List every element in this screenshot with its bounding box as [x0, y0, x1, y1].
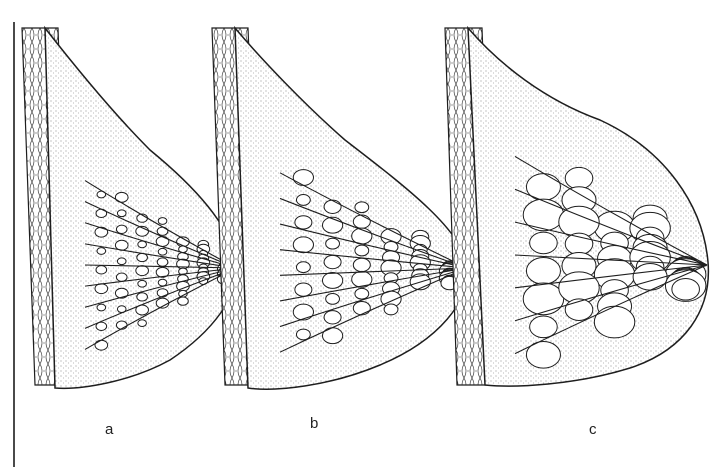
lobule	[565, 299, 593, 321]
panel-label-b: b	[310, 415, 318, 432]
lobule	[672, 278, 700, 300]
lobule	[158, 218, 167, 225]
lobule	[116, 225, 127, 233]
lobule	[355, 288, 369, 299]
lobule	[296, 329, 310, 340]
lobule	[296, 262, 310, 273]
lobule	[96, 266, 107, 274]
lobule	[157, 227, 168, 235]
lobule	[324, 200, 341, 213]
lobule	[136, 266, 149, 276]
lobule	[117, 258, 126, 265]
lobule	[523, 283, 563, 315]
lobule	[97, 304, 106, 311]
panel-b-gland	[212, 28, 468, 389]
lobule	[355, 245, 369, 256]
lobule	[633, 264, 667, 291]
lobule	[326, 293, 340, 304]
lobule	[353, 258, 370, 271]
lobule	[95, 284, 108, 294]
lobule	[324, 255, 341, 268]
panel-label-a: a	[105, 421, 113, 438]
lobule	[353, 301, 370, 314]
lobule	[137, 253, 148, 261]
lobule	[293, 237, 313, 253]
panel-a-gland	[22, 28, 237, 388]
lobule	[116, 273, 127, 281]
lobule	[322, 328, 342, 344]
lobule	[530, 232, 558, 254]
lobule	[178, 297, 189, 305]
lobule	[158, 248, 167, 255]
lobule	[158, 279, 167, 286]
lobule	[293, 170, 313, 186]
lobule	[137, 293, 148, 301]
lobule	[293, 304, 313, 320]
lobule	[95, 340, 108, 350]
lobule	[355, 202, 369, 213]
lobule	[117, 210, 126, 217]
lobule	[384, 304, 398, 315]
lobule	[115, 240, 128, 250]
lobule	[157, 258, 168, 266]
lobule	[322, 217, 342, 233]
panel-a-breast-outline	[45, 28, 237, 388]
lobule	[324, 311, 341, 324]
lobule	[594, 306, 634, 338]
lobule	[322, 273, 342, 289]
lobule	[138, 280, 147, 287]
panel-c-gland	[445, 28, 708, 386]
lobule	[353, 215, 370, 228]
lobule	[526, 258, 560, 285]
lobule	[295, 216, 312, 229]
panel-label-c: c	[589, 421, 597, 438]
lobule	[530, 316, 558, 338]
lobule	[97, 248, 106, 255]
lobule	[296, 195, 310, 206]
lobule	[565, 167, 593, 189]
lobule	[95, 227, 108, 237]
panel-b-breast-outline	[235, 28, 468, 389]
lobule	[326, 238, 340, 249]
lobule	[138, 320, 147, 327]
lobule	[295, 283, 312, 296]
